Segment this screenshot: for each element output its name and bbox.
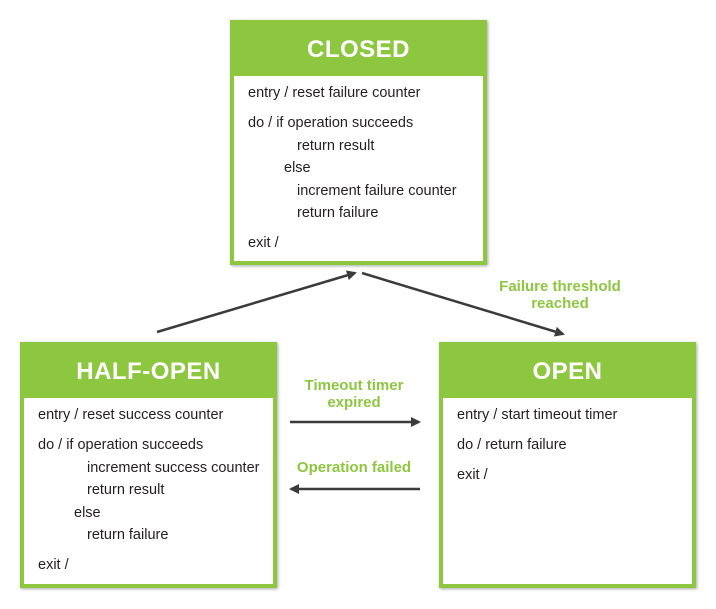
state-closed-title: CLOSED [306,36,410,63]
state-half-open-body: entry / reset success counter do / if op… [24,398,273,584]
state-half-open-title: HALF-OPEN [76,358,221,385]
state-closed: CLOSED entry / reset failure counter do … [230,20,487,265]
transition-label-failure-threshold: Failure threshold reached [480,278,640,312]
arrow-half-open-to-closed [156,270,357,334]
half-open-do-success-2: return result [87,482,165,498]
state-open: OPEN entry / start timeout timer do / re… [439,342,696,588]
state-open-title: OPEN [532,358,603,385]
failure-threshold-line-1: Failure threshold [499,278,621,295]
closed-else-2: return failure [297,205,379,221]
half-open-exit: exit / [38,557,69,573]
half-open-else-1: return failure [87,527,169,543]
state-closed-body: entry / reset failure counter do / if op… [234,76,483,261]
closed-else: else [284,160,311,176]
closed-do-success: return result [297,137,375,154]
open-exit: exit / [457,467,488,483]
half-open-do-success-1: increment success counter [87,459,260,476]
transition-label-operation-failed: Operation failed [278,459,430,476]
state-open-body: entry / start timeout timer do / return … [443,398,692,584]
state-half-open: HALF-OPEN entry / reset success counter … [20,342,277,588]
closed-exit: exit / [248,235,279,251]
open-entry: entry / start timeout timer [457,407,618,423]
half-open-do: do / if operation succeeds [38,437,204,453]
half-open-else: else [74,504,101,521]
timeout-expired-line-2: expired [327,394,381,411]
transition-label-timeout-expired: Timeout timer expired [280,377,428,411]
closed-do: do / if operation succeeds [248,115,414,131]
half-open-entry: entry / reset success counter [38,407,224,423]
timeout-expired-line-1: Timeout timer [304,377,404,394]
closed-else-1: increment failure counter [297,182,457,199]
arrow-closed-to-open [361,271,565,337]
closed-entry: entry / reset failure counter [248,85,421,101]
failure-threshold-line-2: reached [531,295,589,312]
operation-failed-line-1: Operation failed [296,459,412,476]
open-do: do / return failure [457,437,567,453]
